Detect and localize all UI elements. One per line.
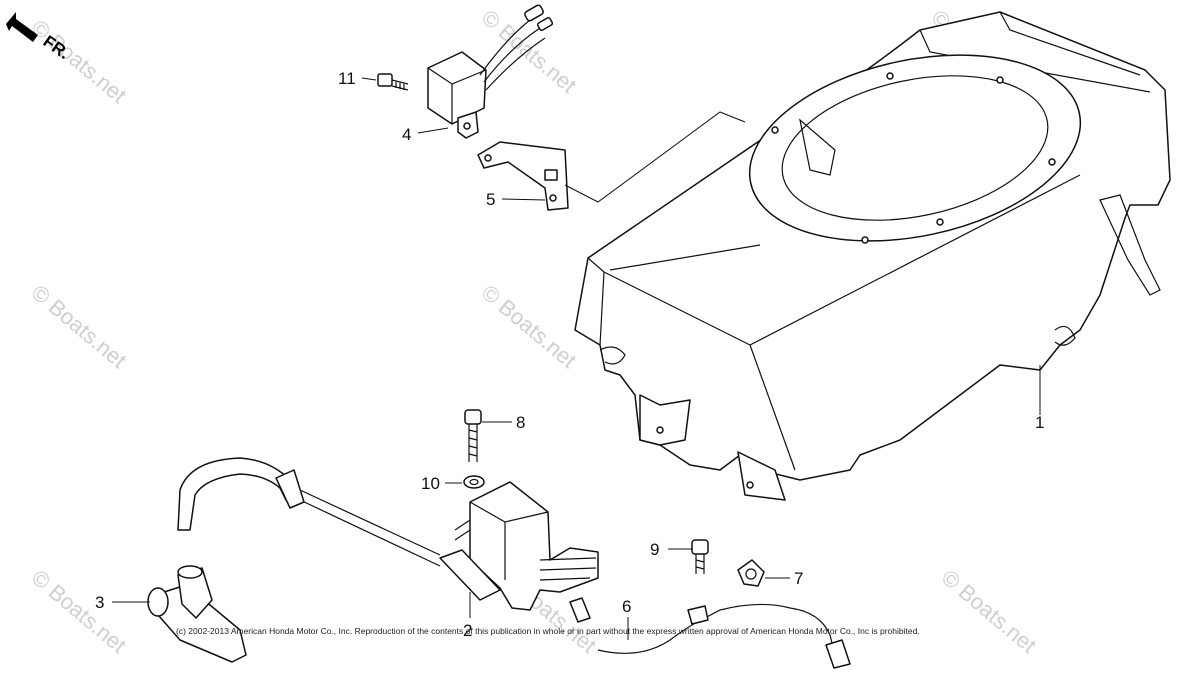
callout-4: 4 [402, 125, 411, 144]
watermark: © Boats.net [27, 565, 131, 658]
bolt-part-8 [464, 409, 482, 462]
assembly-link-line [564, 111, 746, 203]
ignition-coil-part-2 [177, 457, 599, 611]
watermark: © Boats.net [937, 565, 1041, 658]
callout-6: 6 [622, 597, 631, 616]
callout-11: 11 [338, 69, 356, 88]
watermark: © Boats.net [477, 280, 581, 373]
watermark: © Boats.net [27, 15, 131, 108]
callout-1: 1 [1035, 413, 1044, 432]
bracket-part-5 [477, 141, 569, 211]
watermark: © Boats.net [27, 280, 131, 373]
front-arrow-icon [6, 12, 38, 42]
ignition-module-part-4 [427, 4, 554, 139]
fan-cover-part [574, 11, 1171, 501]
callout-9: 9 [650, 540, 659, 559]
bolt-part-9 [691, 539, 709, 574]
callout-7: 7 [794, 569, 803, 588]
callout-3: 3 [95, 593, 104, 612]
callout-10: 10 [421, 474, 440, 493]
callout-5: 5 [486, 190, 495, 209]
callouts: 1 2 3 4 5 6 7 8 9 10 11 [95, 69, 1044, 640]
callout-2: 2 [463, 621, 472, 640]
spark-plug-cap-part-3 [147, 565, 247, 663]
leader-lines [112, 77, 1041, 640]
callout-8: 8 [516, 413, 525, 432]
bolt-part-11 [377, 73, 409, 91]
wire-clip-part-7 [737, 559, 765, 587]
stop-wire-part-6 [569, 597, 851, 669]
copyright-notice: (c) 2002-2013 American Honda Motor Co., … [176, 626, 920, 636]
washer-part-10 [463, 475, 485, 489]
